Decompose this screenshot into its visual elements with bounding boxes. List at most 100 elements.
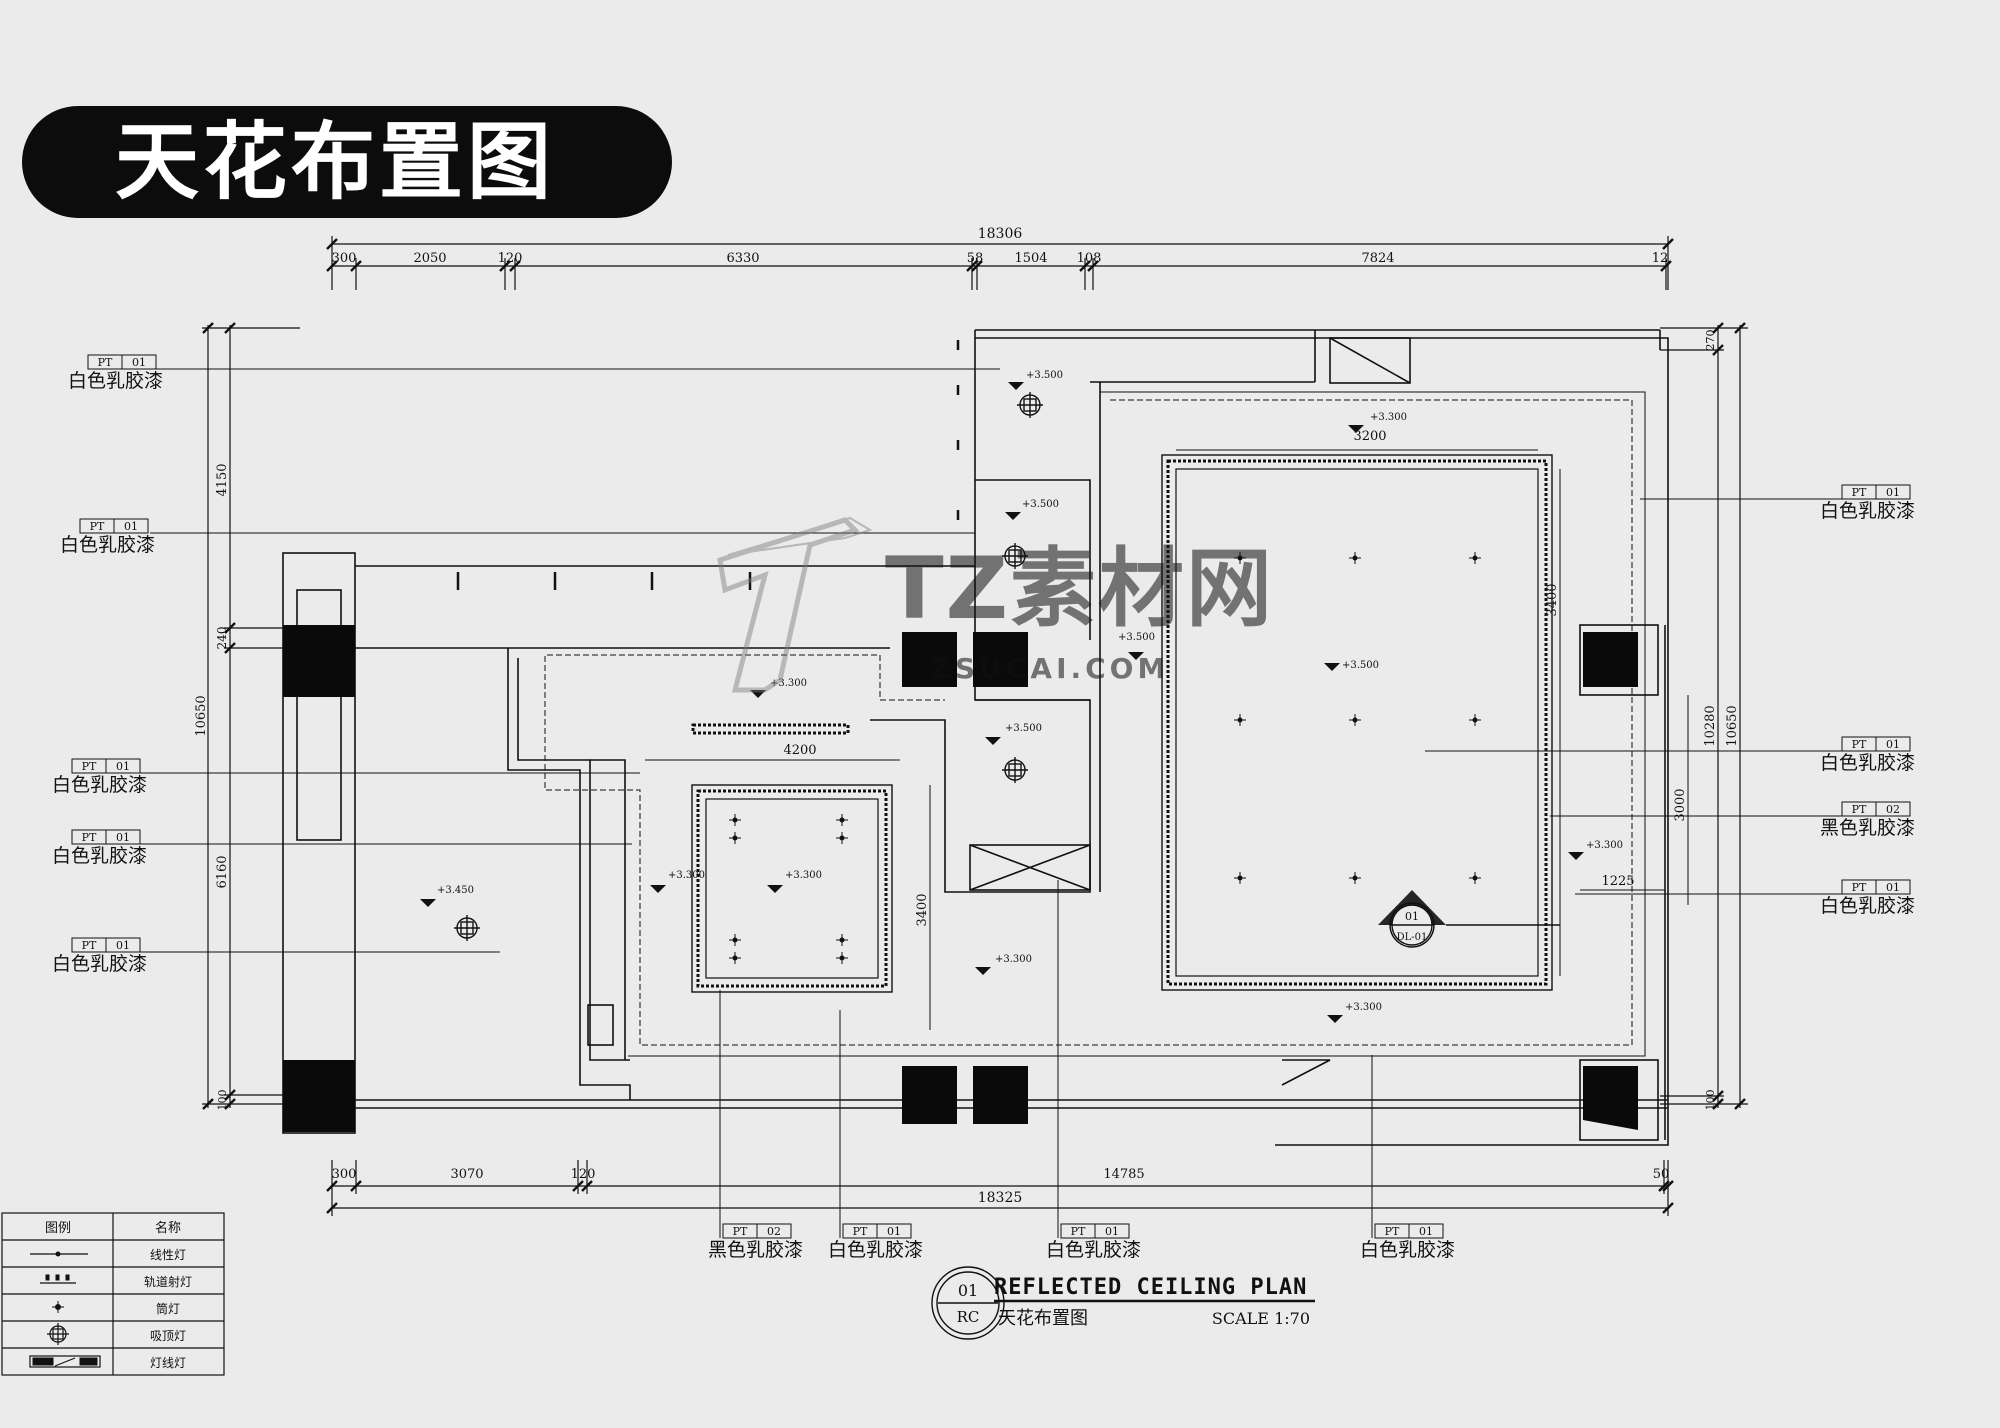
- material-name: 白色乳胶漆: [52, 953, 147, 975]
- dim-top-seg: 7824: [1361, 251, 1394, 266]
- dim-inner: 3200: [1353, 429, 1386, 444]
- column: [1583, 632, 1638, 687]
- material-num: 01: [887, 1225, 901, 1238]
- column: [902, 632, 957, 687]
- dim-left-seg: 4150: [215, 463, 230, 496]
- downlight-icon: [836, 952, 848, 964]
- column: [283, 1060, 355, 1132]
- material-name: 白色乳胶漆: [1046, 1239, 1141, 1261]
- large-ceiling-recess: [1161, 454, 1553, 991]
- material-name: 黑色乳胶漆: [1820, 817, 1915, 839]
- dim-top-seg: 120: [498, 251, 523, 266]
- walls: [282, 329, 1669, 1146]
- structural-columns: [283, 625, 1638, 1132]
- material-name: 黑色乳胶漆: [708, 1239, 803, 1261]
- small-ceiling-recess: [691, 784, 893, 993]
- watermark-logo: [717, 516, 873, 693]
- level-label: +3.300: [995, 954, 1032, 965]
- downlight-group: [729, 552, 1481, 964]
- dim-left-seg: 6160: [215, 855, 230, 888]
- dim-inner: 4200: [783, 743, 816, 758]
- drawing-num: 01: [958, 1281, 978, 1300]
- material-name: 白色乳胶漆: [60, 534, 155, 556]
- downlight-icon: [729, 934, 741, 946]
- level-label: +3.500: [1026, 370, 1063, 381]
- downlight-icon: [1349, 552, 1361, 564]
- material-num: 01: [116, 760, 130, 773]
- drawing-scale: SCALE 1:70: [1212, 1309, 1310, 1328]
- watermark-site: ZSUCAI.COM: [931, 652, 1170, 685]
- dim-bottom-seg: 14785: [1103, 1167, 1144, 1182]
- level-label: +3.500: [1118, 632, 1155, 643]
- legend-header: 名称: [155, 1220, 181, 1236]
- dim-bottom-seg: 3070: [450, 1167, 483, 1182]
- material-code: PT: [82, 831, 97, 844]
- level-label: +3.500: [1342, 660, 1379, 671]
- downlight-icon: [1469, 552, 1481, 564]
- material-code: PT: [1852, 738, 1867, 751]
- ceiling-lamp-icon: [47, 1323, 69, 1345]
- level-label: +3.500: [1005, 723, 1042, 734]
- downlight-icon: [1469, 714, 1481, 726]
- dim-bottom-seg: 50: [1653, 1167, 1670, 1182]
- downlight-icon: [836, 832, 848, 844]
- downlight-icon: [729, 832, 741, 844]
- level-label: +3.300: [785, 870, 822, 881]
- material-name: 白色乳胶漆: [68, 370, 163, 392]
- detail-callout-num: 01: [1405, 910, 1419, 923]
- column: [283, 625, 355, 697]
- dim-right-seg: 1225: [1601, 874, 1634, 889]
- downlight-icon: [1469, 872, 1481, 884]
- material-code: PT: [82, 939, 97, 952]
- material-num: 01: [1105, 1225, 1119, 1238]
- ceiling-lamp-icon: [454, 915, 480, 941]
- column: [973, 1066, 1028, 1124]
- downlight-icon: [1349, 714, 1361, 726]
- drawing-title-en: REFLECTED CEILING PLAN: [994, 1275, 1307, 1300]
- downlight-icon: [52, 1301, 64, 1313]
- level-label: +3.300: [1345, 1002, 1382, 1013]
- track-spotlight-icon: [40, 1274, 76, 1284]
- dim-top-seg: 2050: [413, 251, 446, 266]
- material-code: PT: [1071, 1225, 1086, 1238]
- material-name: 白色乳胶漆: [1820, 752, 1915, 774]
- drawing-title-block: [931, 1266, 1315, 1340]
- level-label: +3.500: [1022, 499, 1059, 510]
- downlight-icon: [836, 934, 848, 946]
- downlight-icon: [1234, 714, 1246, 726]
- material-num: 01: [1886, 738, 1900, 751]
- watermark-brand: TZ素材网: [885, 539, 1274, 639]
- dim-top-seg: 12: [1652, 251, 1669, 266]
- dim-right-seg: 3000: [1673, 788, 1688, 821]
- dim-right-total: 10650: [1725, 705, 1740, 746]
- title-banner: [22, 106, 672, 218]
- downlight-icon: [729, 814, 741, 826]
- material-name: 白色乳胶漆: [1360, 1239, 1455, 1261]
- linear-light-icon: [30, 1251, 88, 1257]
- material-code: PT: [853, 1225, 868, 1238]
- material-name: 白色乳胶漆: [1820, 895, 1915, 917]
- material-num: 01: [132, 356, 146, 369]
- detail-callout-ref: DL-01: [1397, 932, 1428, 943]
- material-code: PT: [1852, 803, 1867, 816]
- material-code: PT: [1852, 881, 1867, 894]
- material-num: 01: [1419, 1225, 1433, 1238]
- downlight-icon: [1234, 552, 1246, 564]
- dim-right-seg: 270: [1704, 330, 1717, 351]
- material-num: 01: [124, 520, 138, 533]
- dim-bottom-seg: 120: [571, 1167, 596, 1182]
- ceiling-lamp-icon: [1017, 392, 1043, 418]
- legend-table: [1, 1212, 225, 1376]
- dim-left-seg: 100: [216, 1090, 229, 1111]
